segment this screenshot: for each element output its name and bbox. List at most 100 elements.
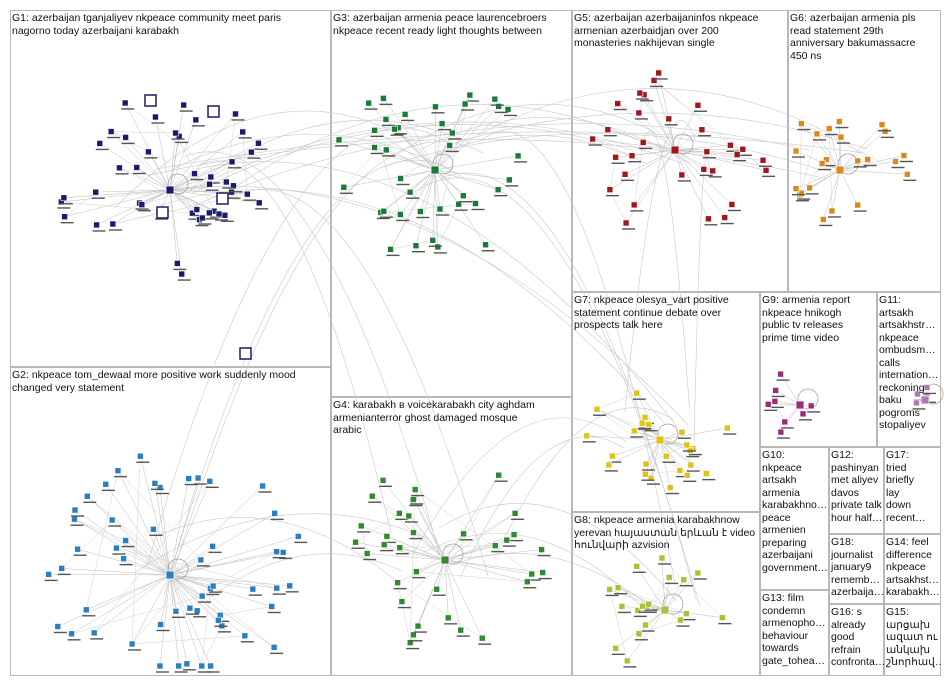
node-g2 — [45, 571, 52, 578]
edge — [434, 106, 499, 171]
group-label-g8: G8: nkpeace armenia karabakhnow yerevan … — [574, 514, 756, 551]
node-g8 — [634, 607, 642, 614]
node-g6 — [820, 216, 827, 223]
edge — [661, 557, 666, 611]
edge — [839, 155, 905, 171]
node-g3 — [406, 188, 414, 196]
edge — [444, 549, 542, 561]
edge — [586, 435, 661, 441]
cross-edge — [624, 120, 696, 413]
edge — [386, 149, 436, 171]
edge — [355, 541, 446, 561]
avatar-node — [239, 347, 252, 360]
edge — [397, 559, 446, 583]
group-panel-g14 — [884, 534, 941, 604]
self-loop — [662, 593, 684, 615]
edge — [63, 189, 171, 199]
edge — [809, 169, 841, 189]
edge — [674, 149, 733, 205]
node-g2 — [279, 549, 287, 556]
edge — [409, 489, 416, 643]
group-label-g2: G2: nkpeace tom_dewaal more positive wor… — [12, 369, 296, 394]
group-label-g15: G15: արցախ ազատ ու անկախ շնորհավ… — [886, 606, 942, 668]
cross-edge — [478, 88, 840, 140]
node-g1 — [239, 128, 247, 136]
node-g3 — [380, 207, 388, 215]
edge — [416, 513, 516, 572]
node-g4 — [357, 522, 365, 530]
edge — [434, 109, 509, 171]
cluster-g2 — [44, 452, 308, 673]
edge — [374, 130, 436, 171]
node-g3 — [514, 152, 522, 160]
cross-edge — [211, 553, 403, 597]
node-g5 — [650, 77, 658, 84]
edge — [615, 609, 666, 649]
edge — [633, 149, 676, 206]
hub-node-g1 — [165, 185, 175, 195]
edge — [434, 169, 464, 196]
node-g8 — [614, 584, 622, 592]
edge — [77, 548, 171, 576]
node-g2 — [249, 585, 257, 593]
group-panel-g4 — [331, 397, 572, 676]
cluster-g6 — [792, 118, 917, 227]
node-g5 — [665, 115, 673, 123]
group-label-g13: G13: film condemn armenopho… behaviour t… — [762, 592, 826, 667]
edge — [93, 481, 211, 634]
node-g7 — [630, 427, 638, 435]
edge — [400, 169, 436, 215]
edge — [154, 483, 171, 576]
edge — [74, 518, 126, 541]
node-g5 — [705, 215, 712, 223]
edge — [643, 142, 676, 151]
edge — [664, 579, 685, 611]
edge — [444, 559, 461, 631]
edge — [131, 456, 141, 644]
edge — [61, 189, 171, 203]
node-g1 — [145, 148, 152, 156]
edge — [61, 201, 193, 214]
edge — [361, 525, 446, 561]
node-g2 — [113, 544, 120, 552]
node-g1 — [109, 220, 117, 228]
node-g1 — [207, 173, 215, 181]
node-g7 — [593, 405, 601, 413]
cross-edge — [459, 436, 625, 578]
edge — [416, 571, 528, 583]
node-g6 — [792, 185, 800, 192]
node-g2 — [175, 662, 182, 670]
edge — [617, 103, 676, 151]
edge — [436, 475, 499, 590]
node-g1 — [255, 139, 262, 147]
edge — [169, 478, 189, 576]
cluster-g1 — [57, 99, 269, 281]
node-g4 — [510, 531, 518, 538]
node-g1 — [255, 199, 263, 207]
node-g4 — [511, 509, 519, 517]
node-g2 — [268, 603, 275, 610]
node-g4 — [396, 544, 404, 552]
group-panel-g13 — [760, 590, 829, 676]
node-g7 — [687, 461, 695, 469]
node-g2 — [198, 592, 206, 600]
node-g3 — [417, 208, 424, 215]
node-g4 — [363, 550, 371, 557]
node-g1 — [180, 101, 187, 109]
edge — [434, 169, 439, 247]
edge — [155, 116, 171, 191]
hub-node-g5 — [670, 145, 680, 155]
cross-edge — [146, 127, 448, 568]
group-panel-g9 — [760, 292, 877, 447]
edge — [169, 574, 290, 587]
node-g7 — [666, 484, 674, 491]
edge — [169, 189, 182, 275]
cluster-g4 — [351, 471, 552, 650]
node-g4 — [538, 546, 545, 553]
node-g4 — [503, 536, 511, 544]
group-label-g17: G17: tried briefly lay down recent… — [886, 449, 926, 524]
node-g7 — [642, 470, 649, 478]
cross-edge — [445, 553, 656, 611]
edge — [400, 145, 450, 179]
